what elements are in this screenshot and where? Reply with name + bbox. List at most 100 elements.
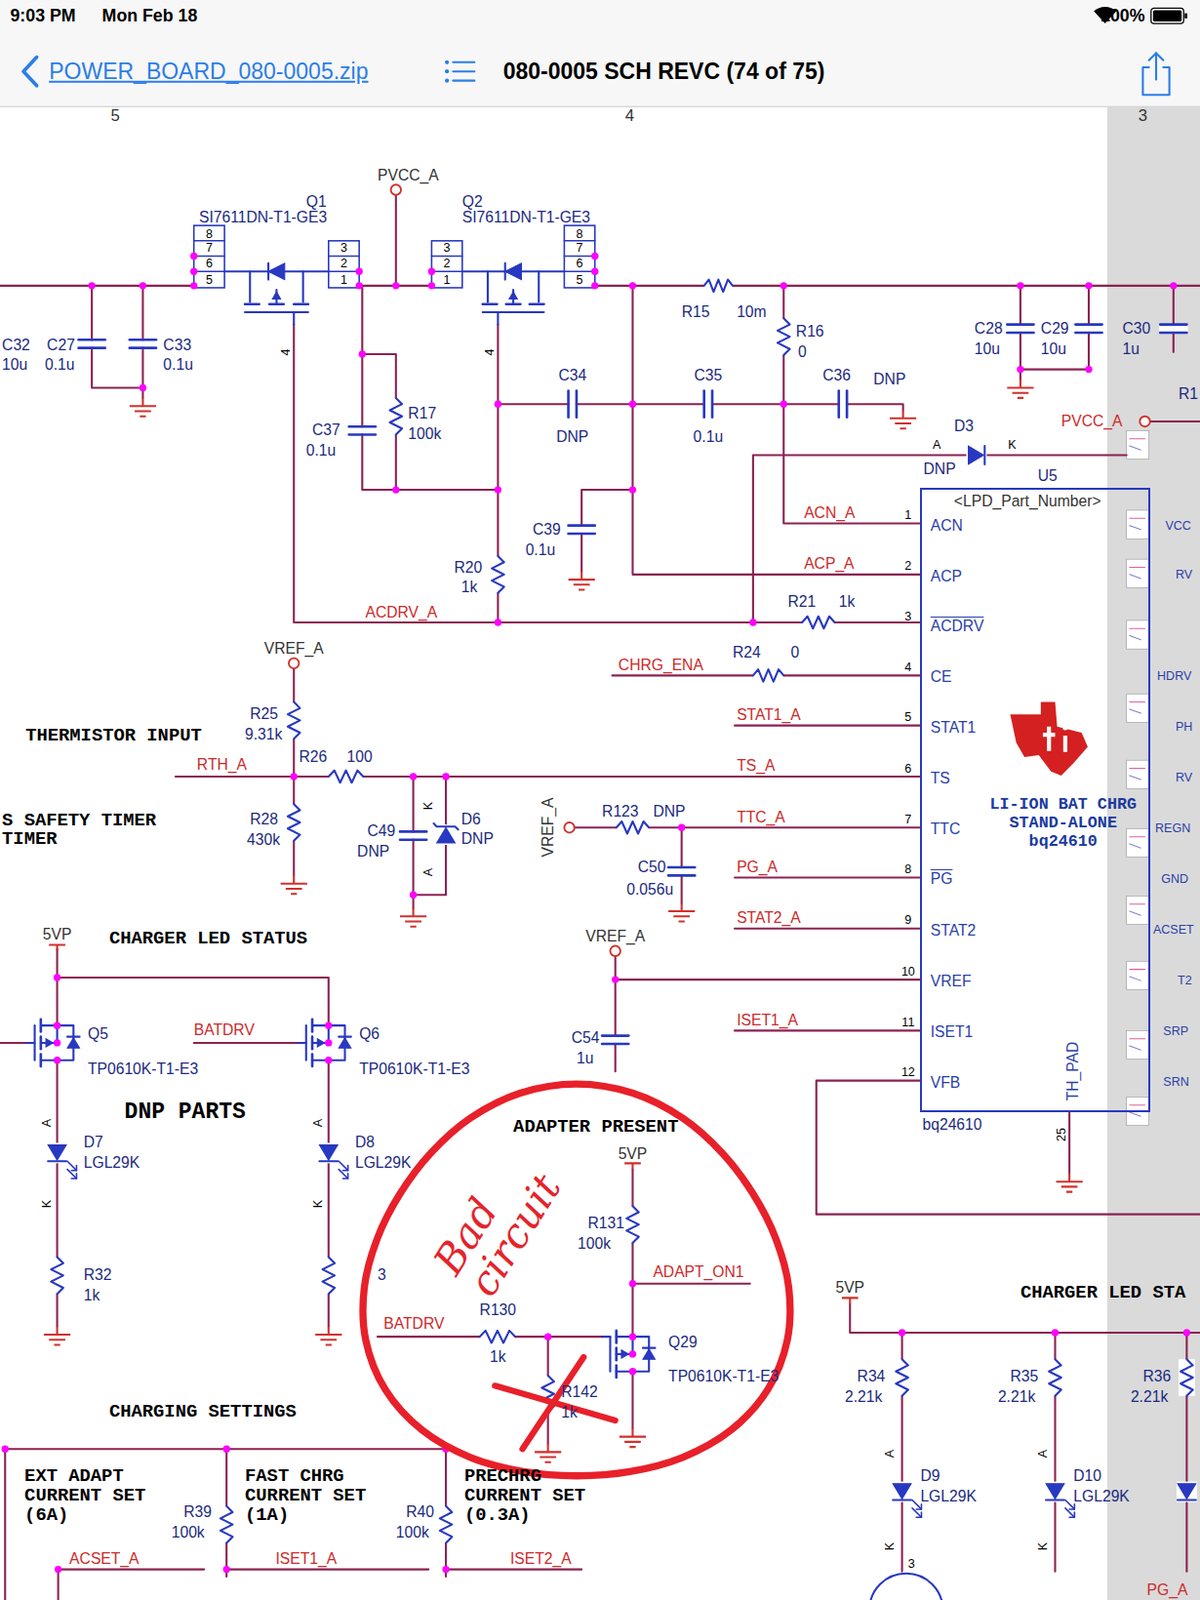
wire (615, 978, 921, 981)
reference-designator: C33 (162, 336, 192, 355)
pin-number: 3 (904, 609, 912, 624)
wire (734, 724, 920, 727)
capacitor-symbol (1160, 322, 1187, 326)
pin-number: 1 (443, 272, 451, 286)
wire (734, 876, 920, 879)
led-arrow (67, 1169, 77, 1179)
wire (680, 827, 683, 903)
led-arrow (338, 1169, 348, 1179)
capacitor-symbol (702, 391, 706, 418)
pin-name: STAT1 (930, 719, 976, 737)
wire (0, 284, 195, 287)
power-port-label: PVCC_A (377, 166, 440, 185)
reference-designator: LGL29K (1073, 1487, 1130, 1506)
pin-number: 8 (904, 862, 912, 877)
led-arrow (1069, 1504, 1075, 1510)
pin-number: 7 (205, 240, 213, 255)
junction-dot (1, 1445, 9, 1453)
reference-designator: C35 (693, 366, 722, 385)
net-label: STAT2_A (736, 909, 801, 927)
junction-dot (1016, 281, 1024, 289)
page-thumbnail (1129, 1104, 1146, 1106)
pin-name: REGN (1155, 821, 1191, 836)
section-title: ADAPTER PRESENT (513, 1117, 679, 1139)
side-panel (1107, 107, 1200, 1600)
junction-dot (494, 400, 502, 408)
junction-dot (494, 485, 502, 493)
page-thumbnail (1129, 701, 1146, 703)
symbol-gap (285, 702, 303, 740)
reference-designator: R142 (560, 1383, 598, 1401)
page-thumbnail (1129, 843, 1142, 848)
wire (753, 454, 1127, 623)
wire (395, 195, 398, 286)
power-port-label: VREF_A (585, 927, 645, 946)
wire (632, 285, 920, 575)
mosfet-symbol (302, 271, 305, 302)
mosfet-symbol (244, 302, 260, 306)
resistor-symbol (491, 556, 505, 594)
ruler-number: 5 (111, 107, 120, 126)
symbol-gap (1176, 1481, 1198, 1503)
junction-dot (53, 1021, 61, 1029)
power-port-label: VREF_A (539, 798, 558, 858)
resistor-symbol (704, 280, 733, 293)
symbol-gap (1178, 1359, 1196, 1397)
wire (445, 1568, 582, 1571)
ground-symbol (668, 903, 695, 922)
diode-symbol (437, 827, 456, 843)
capacitor-symbol (601, 1042, 629, 1046)
pin-number: 6 (904, 760, 912, 775)
pin-number: 5 (576, 272, 584, 286)
resistor-symbol (287, 803, 301, 841)
junction-dot (409, 772, 417, 780)
pin-number: K (40, 1200, 54, 1208)
reference-designator: R26 (298, 748, 327, 766)
reference-designator: R130 (480, 1301, 517, 1320)
mosfet-symbol (40, 1053, 43, 1067)
diode-symbol (892, 1498, 912, 1501)
junction-dot (359, 350, 366, 358)
symbol-gap (801, 614, 835, 632)
mosfet-gate (496, 312, 499, 325)
wire (0, 1041, 27, 1044)
diode-symbol (1045, 1483, 1065, 1500)
pin-group (194, 270, 225, 273)
symbol-gap (438, 1506, 455, 1544)
mosfet-symbol (293, 302, 309, 306)
reference-designator: R34 (857, 1367, 886, 1386)
symbol-gap (775, 318, 793, 356)
symbol-gap (348, 427, 377, 434)
annotation-cross (522, 1357, 585, 1449)
junction-dot (428, 281, 436, 289)
reference-designator: DNP (923, 460, 957, 479)
power-port-label: 5VP (618, 1145, 648, 1163)
mosfet-symbol (248, 271, 251, 302)
wire (734, 1029, 920, 1032)
resistor-symbol (616, 821, 649, 835)
pin-number: K (311, 1200, 325, 1208)
net-label: PVCC_A (1061, 412, 1123, 431)
ground-symbol (889, 409, 917, 429)
wire (849, 1304, 1200, 1333)
net-label: ADAPT_ON1 (652, 1263, 744, 1281)
annotation-circle (362, 1083, 791, 1477)
wire (58, 1568, 205, 1571)
wire (194, 1041, 299, 1044)
pin-name: SRP (1162, 1024, 1189, 1039)
mosfet-gate (601, 1335, 610, 1338)
pin-name: STAT2 (930, 921, 976, 940)
transistor-outline (869, 1573, 943, 1600)
net-label: TS_A (736, 757, 775, 775)
symbol-gap (320, 1257, 337, 1295)
pin-name: RV (1175, 567, 1193, 582)
junction-dot (190, 268, 198, 276)
capacitor-symbol (79, 346, 106, 350)
pin-number: 6 (576, 256, 584, 271)
reference-designator: 1k (839, 593, 856, 611)
mosfet-diode (267, 263, 270, 280)
led-arrow (912, 1500, 921, 1510)
junction-dot (749, 618, 757, 626)
capacitor-symbol (79, 338, 106, 342)
resistor-symbol (287, 702, 301, 740)
